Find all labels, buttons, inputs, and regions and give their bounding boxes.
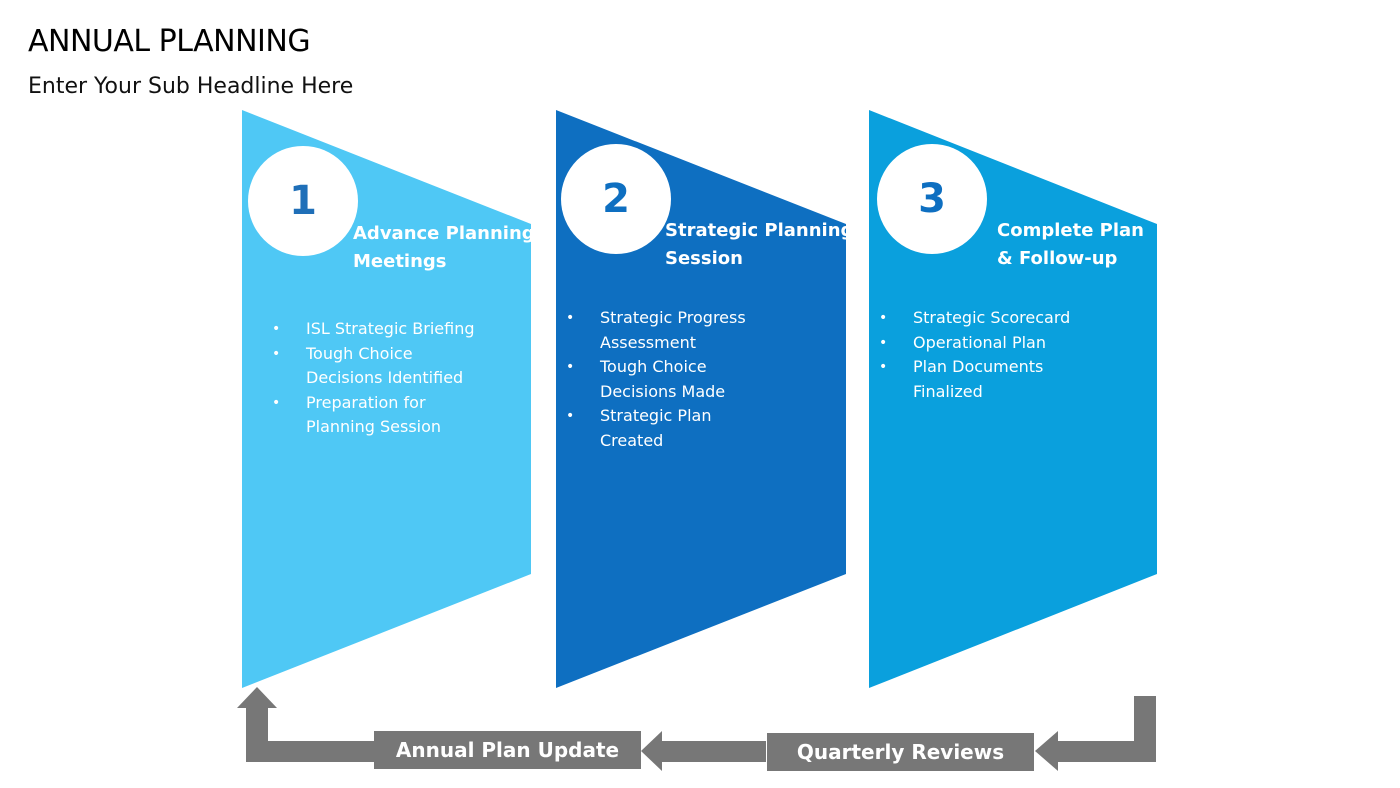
annual-plan-update-label: Annual Plan Update — [374, 731, 641, 769]
quarterly-reviews-label: Quarterly Reviews — [767, 733, 1034, 771]
step-1-number: 1 — [289, 178, 317, 224]
step-3-title-line-2: & Follow-up — [997, 248, 1118, 269]
left-bracket-horizontal — [246, 741, 374, 762]
step-3-title-line-1: Complete Plan — [997, 220, 1144, 241]
step-2-title: Strategic Planning Session — [665, 217, 853, 273]
left-bracket-vertical — [246, 708, 268, 762]
connector-bar — [662, 741, 766, 762]
arrow-head-up-to-step-1 — [237, 687, 277, 708]
step-3-title: Complete Plan & Follow-up — [997, 217, 1144, 273]
step-2-title-line-2: Session — [665, 248, 743, 269]
list-item: Operational Plan — [879, 331, 1070, 356]
step-3-number: 3 — [918, 176, 946, 222]
step-2-number-circle: 2 — [561, 144, 671, 254]
return-bracket-horizontal — [1058, 741, 1156, 762]
step-2-title-line-1: Strategic Planning — [665, 220, 854, 241]
page-title: ANNUAL PLANNING — [28, 24, 311, 59]
step-1-bullet-list: ISL Strategic Briefing Tough ChoiceDecis… — [272, 317, 475, 440]
step-3-bullet-list: Strategic Scorecard Operational Plan Pla… — [879, 306, 1070, 404]
step-1-title-line-2: Meetings — [353, 251, 447, 272]
step-3-number-circle: 3 — [877, 144, 987, 254]
step-2-number: 2 — [602, 176, 630, 222]
list-item: Strategic Scorecard — [879, 306, 1070, 331]
arrow-head-to-quarterly — [1035, 731, 1058, 771]
step-1-title-line-1: Advance Planning — [353, 223, 535, 244]
arrow-head-to-annual — [641, 731, 662, 771]
page-subtitle: Enter Your Sub Headline Here — [28, 74, 354, 99]
feedback-arrows — [237, 687, 1156, 771]
list-item: ISL Strategic Briefing — [272, 317, 475, 342]
step-1-number-circle: 1 — [248, 146, 358, 256]
step-1-title: Advance Planning Meetings — [353, 220, 535, 276]
